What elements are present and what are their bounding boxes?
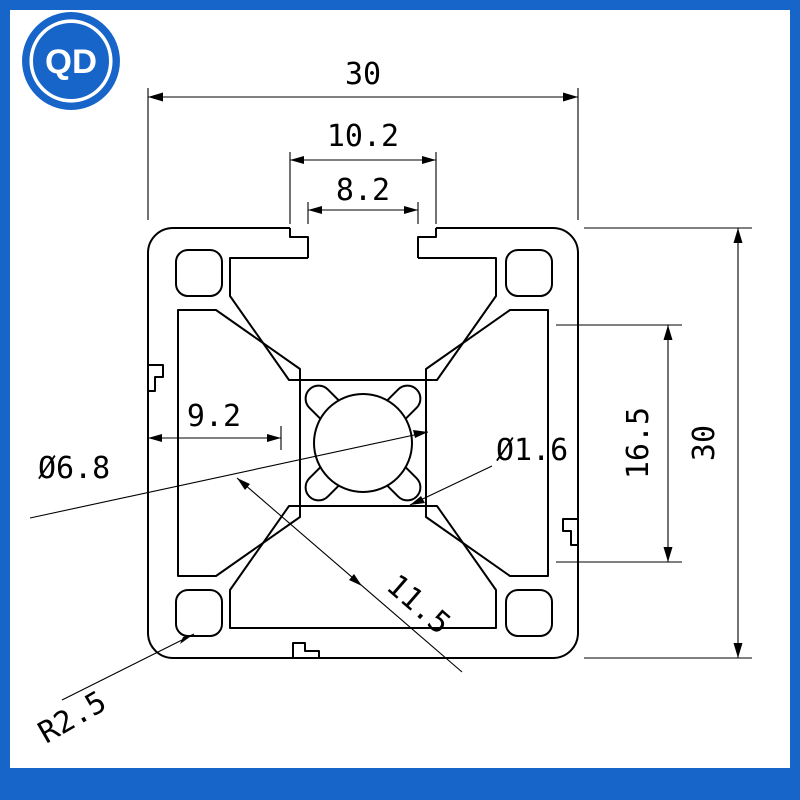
center-bore [313, 393, 413, 493]
right-cavity [425, 309, 549, 577]
bottom-cavity [229, 505, 497, 629]
dim-overall-height-label: 30 [687, 425, 722, 461]
profile-outline [147, 227, 579, 659]
profile-geometry [147, 227, 579, 659]
leader-pilot-hole [409, 465, 493, 506]
logo-disc [22, 12, 120, 110]
top-cavity [229, 257, 497, 381]
dim-slot-opening-label: 8.2 [336, 173, 390, 208]
bottom-wall-notch [292, 642, 320, 658]
brand-logo-graphic: QD [22, 12, 120, 110]
extension-lines [147, 88, 752, 659]
corner-hole-bottom-right [505, 589, 553, 637]
dim-center-bore-label: Ø6.8 [38, 451, 110, 486]
left-wall-notch [148, 364, 164, 392]
logo-text: QD [45, 43, 97, 81]
left-cavity [177, 309, 301, 577]
top-slot-walls [289, 228, 437, 258]
dim-counterbore-label: 10.2 [327, 119, 399, 154]
dim-line-cross-slot [236, 477, 463, 673]
dimension-arrowheads [148, 92, 743, 658]
brand-logo: QD [20, 10, 122, 112]
dim-pilot-hole-label: Ø1.6 [496, 433, 568, 468]
logo-ring [29, 19, 113, 103]
dim-inner-span-label: 16.5 [621, 407, 656, 479]
corner-hole-bottom-left [175, 589, 223, 637]
corner-hole-top-left [175, 249, 223, 297]
leader-corner-radius [61, 633, 195, 701]
leader-center-bore [29, 431, 429, 519]
dim-center-offset-label: 9.2 [187, 399, 241, 434]
dim-cross-slot-label: 11.5 [379, 568, 456, 642]
dim-overall-width-label: 30 [345, 57, 381, 92]
corner-hole-top-right [505, 249, 553, 297]
right-wall-notch [562, 518, 578, 546]
